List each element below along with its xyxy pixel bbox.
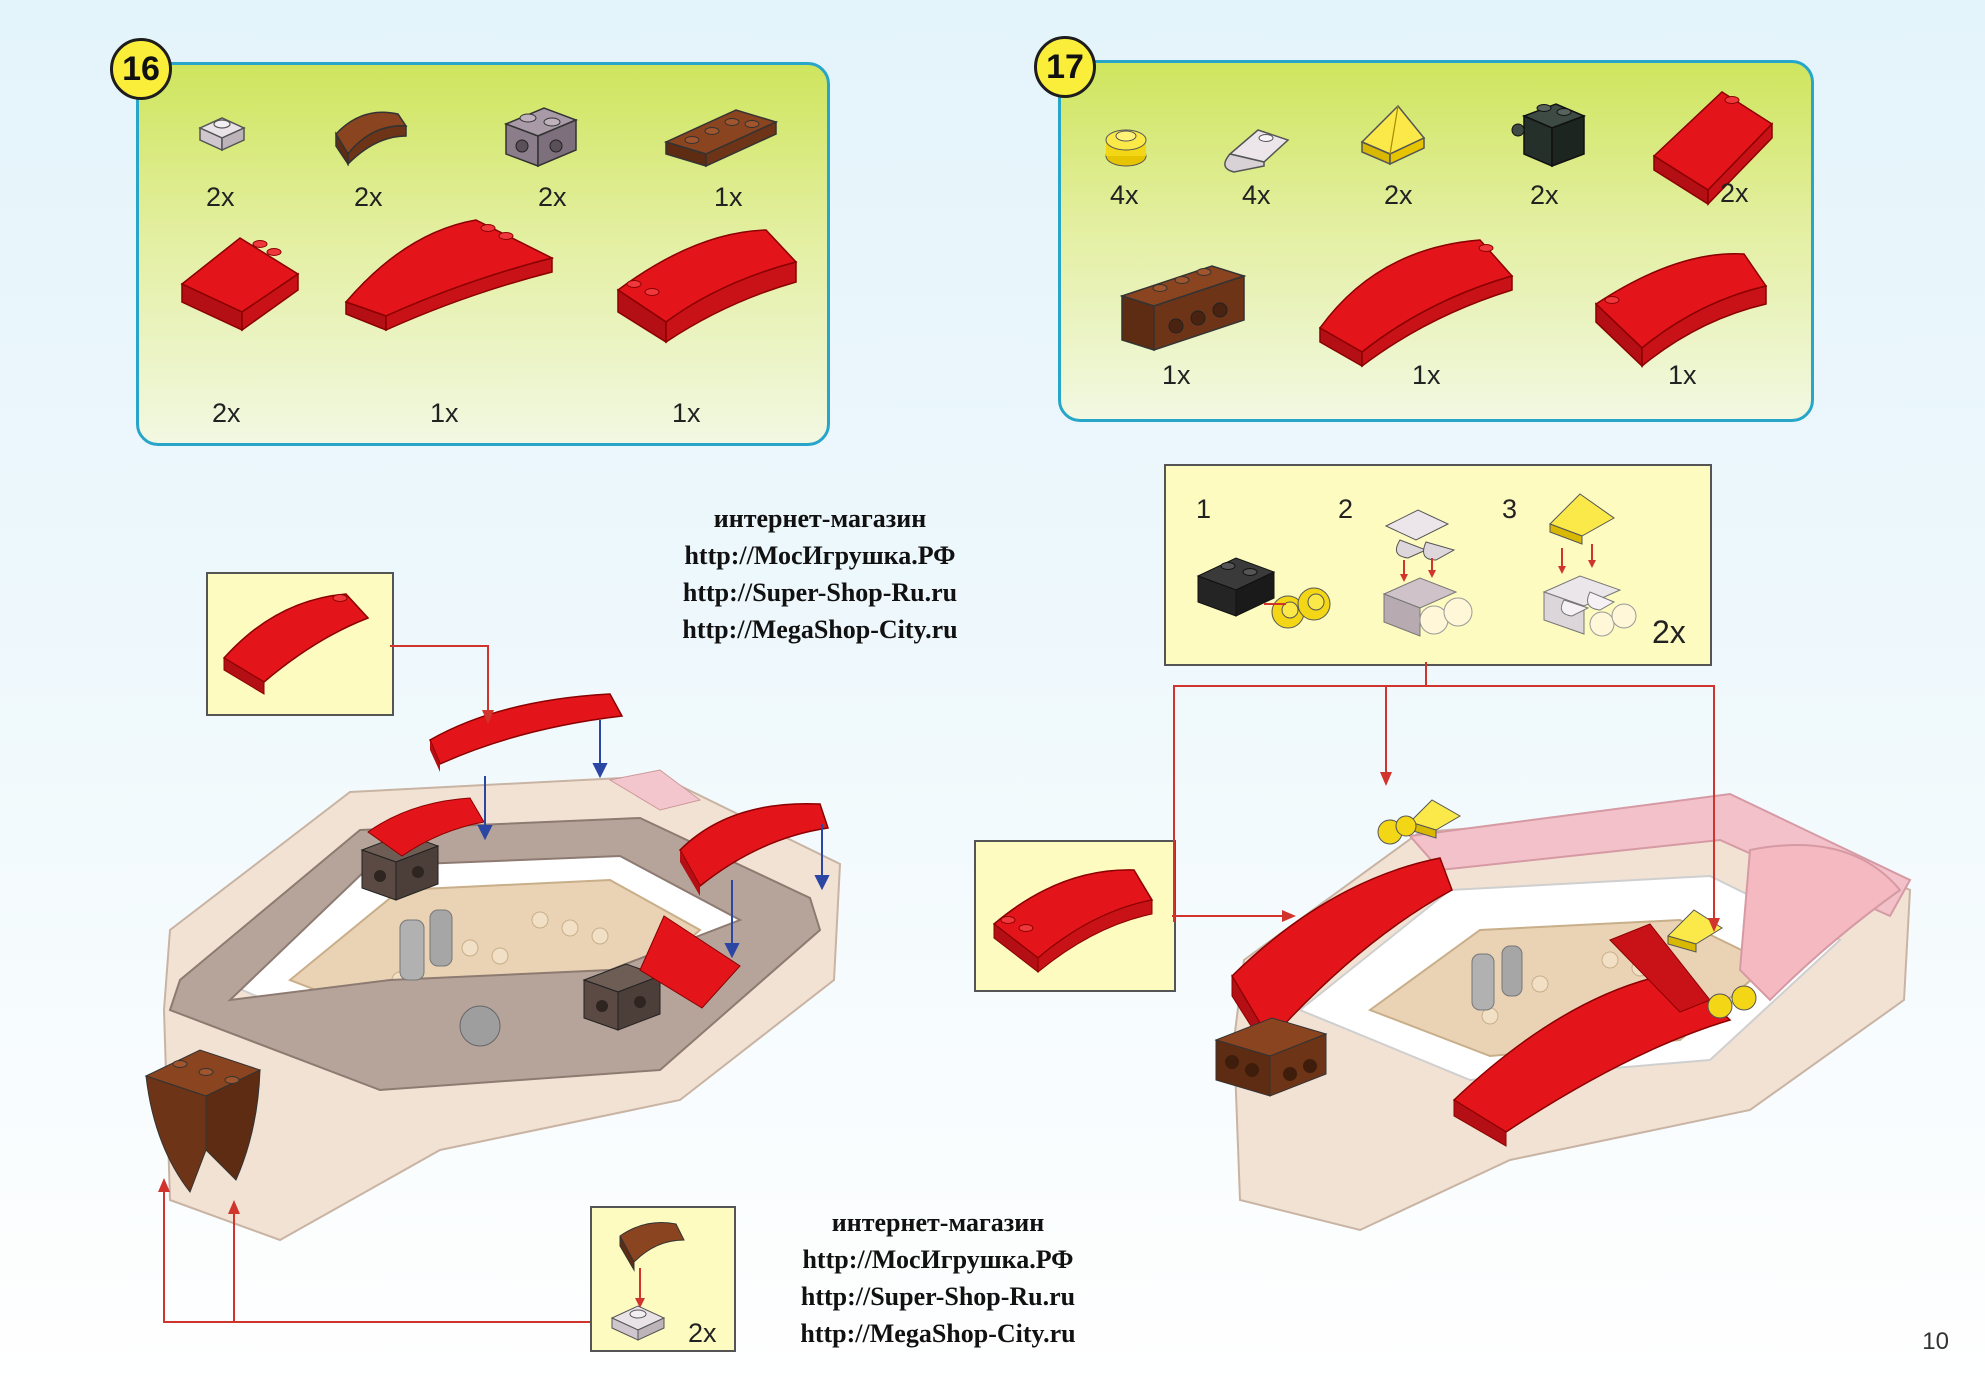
promo-link[interactable]: http://Super-Shop-Ru.ru	[800, 1282, 1076, 1311]
callout-right-connector	[1172, 910, 1296, 922]
step-17-connector-arrows-b	[1425, 662, 1720, 932]
model-brown-brick-bow	[1214, 1017, 1328, 1097]
step-17-qty: 2x	[1384, 180, 1413, 210]
part-grey-tooth-plate-icon	[1224, 129, 1290, 173]
step-16-qty: 1x	[714, 182, 743, 212]
part-light-grey-plate-icon	[198, 117, 246, 152]
sub-assembly-step-label: 1	[1196, 494, 1212, 524]
callout-red-curved-wedge-icon	[992, 869, 1154, 974]
promo-link[interactable]: http://MegaShop-City.ru	[682, 615, 958, 644]
step-17-qty: 4x	[1110, 180, 1139, 210]
promo-link[interactable]: http://MegaShop-City.ru	[800, 1319, 1076, 1348]
step-17-qty: 2x	[1530, 180, 1559, 210]
promo-link[interactable]: http://Super-Shop-Ru.ru	[682, 578, 958, 607]
step-16-qty: 2x	[212, 398, 241, 428]
step-16-qty: 2x	[538, 182, 567, 212]
step-17-qty: 1x	[1162, 360, 1191, 390]
part-red-long-wedge-icon	[1318, 239, 1514, 368]
step-16-connector-arrows	[158, 645, 592, 1323]
part-brown-brick-side-studs-icon	[1119, 265, 1247, 352]
part-red-wedge-slope-icon	[180, 237, 300, 332]
step-17-number: 17	[1034, 36, 1096, 98]
step-17-qty: 4x	[1242, 180, 1271, 210]
callout-curved-slope-icon	[610, 1222, 685, 1341]
step-17-model-illustration	[1214, 792, 1912, 1232]
sub-assembly-step-label: 2	[1338, 494, 1354, 524]
model-yellow-pyramid-assembly	[1377, 799, 1461, 845]
part-yellow-pyramid-tile-icon	[1360, 104, 1426, 166]
part-brown-curved-slope-icon	[335, 111, 408, 167]
sub-assembly-icons	[1196, 493, 1637, 637]
step-17-parts-panel	[1058, 60, 1814, 422]
promo-link[interactable]: http://МосИгрушка.РФ	[684, 541, 956, 570]
callout-curved-slope-qty: 2x	[688, 1318, 717, 1348]
step-17-part-icons	[1105, 91, 1774, 368]
part-red-curved-wedge-icon	[1594, 252, 1768, 368]
step-17-qty: 1x	[1668, 360, 1697, 390]
promo-link[interactable]: http://МосИгрушка.РФ	[802, 1245, 1074, 1274]
sub-assembly-qty: 2x	[1652, 614, 1686, 650]
step-16-model-illustration	[144, 693, 842, 1242]
step-17-qty: 1x	[1412, 360, 1441, 390]
step-16-qty: 1x	[430, 398, 459, 428]
promo-text-top: интернет-магазин http://МосИгрушка.РФ ht…	[640, 500, 1000, 648]
part-brown-plate-1x4-icon	[663, 109, 779, 168]
part-grey-technic-brick-icon	[503, 107, 579, 168]
part-red-long-wedge-icon	[344, 219, 555, 332]
model-yellow-pyramid-assembly	[1667, 909, 1757, 1019]
promo-line: интернет-магазин	[831, 1208, 1045, 1237]
step-16-qty: 1x	[672, 398, 701, 428]
step-16-part-icons	[180, 107, 798, 344]
model-brown-front-plate	[144, 1049, 262, 1194]
step-16-number: 16	[110, 38, 172, 100]
sub-assembly-step-label: 3	[1502, 494, 1518, 524]
promo-line: интернет-магазин	[713, 504, 927, 533]
page-number: 10	[1922, 1328, 1949, 1355]
step-16-qty: 2x	[206, 182, 235, 212]
step-17-qty: 2x	[1720, 178, 1749, 208]
part-black-brick-side-studs-icon	[1511, 103, 1587, 168]
callout-red-wedge-icon	[222, 593, 370, 695]
part-yellow-round-plate-icon	[1105, 129, 1147, 167]
part-red-wedge-slope-icon	[1652, 91, 1774, 206]
step-17-connector-arrow-c	[1380, 686, 1392, 786]
promo-text-bottom: интернет-магазин http://МосИгрушка.РФ ht…	[758, 1204, 1118, 1352]
step-16-qty: 2x	[354, 182, 383, 212]
part-red-curved-wedge-icon	[616, 229, 798, 344]
